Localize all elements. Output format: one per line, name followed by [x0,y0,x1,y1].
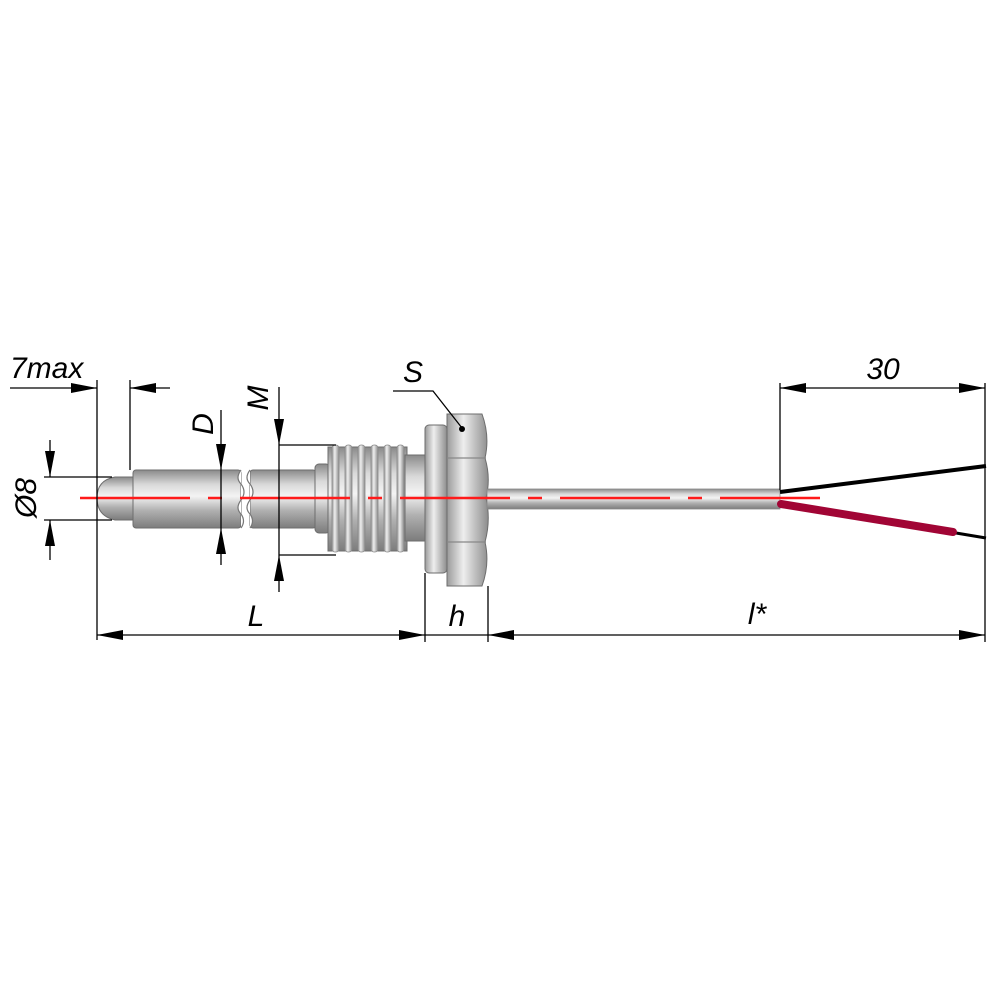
dimensions [10,380,986,642]
label-7max: 7max [10,352,84,385]
wire-black [779,464,987,494]
label-cable-length: l* [748,598,768,631]
label-l: L [248,600,265,633]
label-m: M [242,386,275,411]
probe-body [96,413,781,587]
label-d: D [187,413,220,435]
lead-wires [777,464,987,540]
label-diameter: Ø8 [10,478,43,519]
label-lead-length: 30 [866,353,900,386]
label-s: S [403,356,423,389]
hex-nut [446,413,489,587]
wire-red [777,500,957,536]
label-h: h [449,600,466,633]
